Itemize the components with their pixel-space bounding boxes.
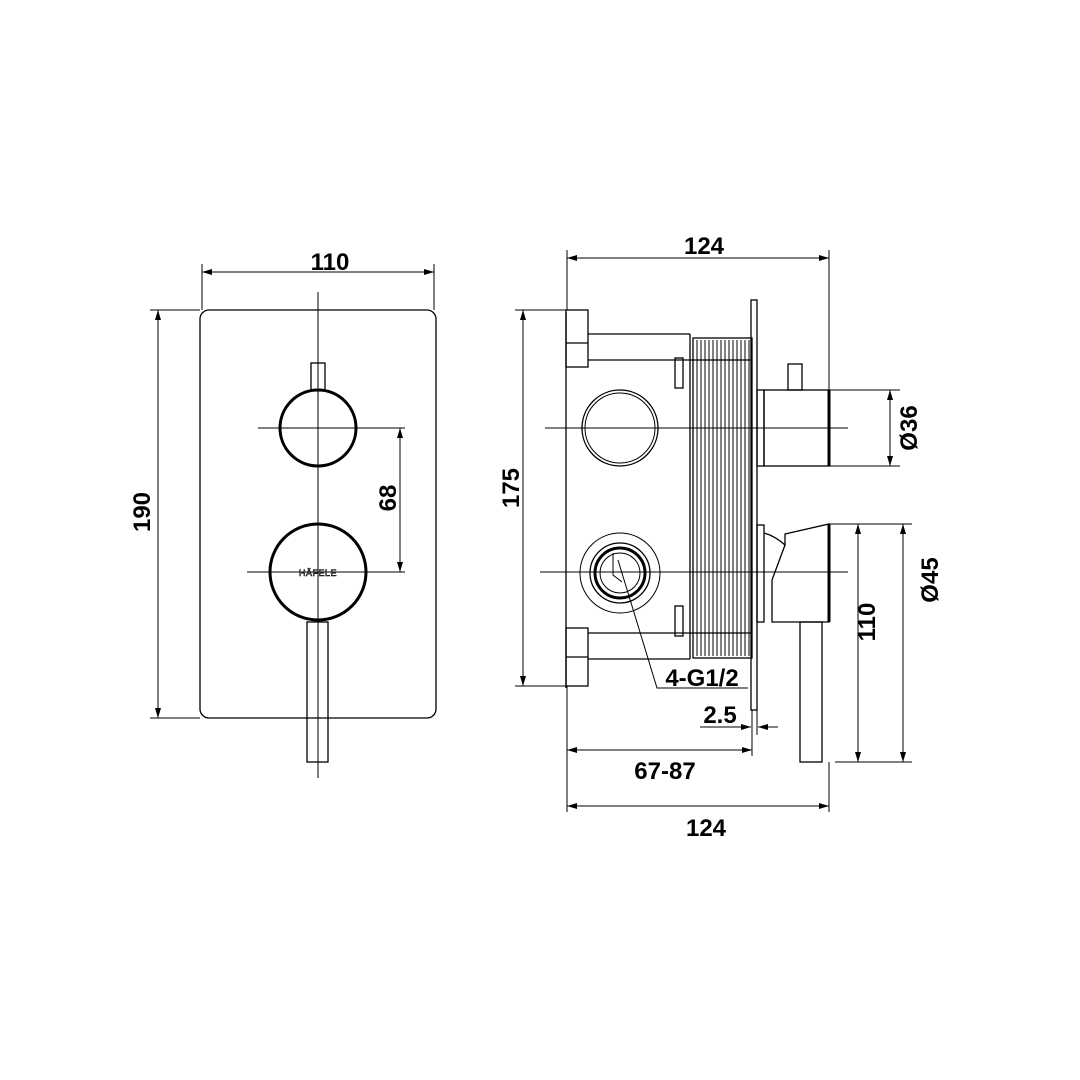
mounting-plate	[750, 299, 758, 711]
bottom-cartridge	[763, 523, 830, 623]
overall-depth-bottom-label: 124	[686, 815, 727, 842]
logo-hafele: HÄFELE	[299, 568, 337, 578]
lever-handle	[306, 621, 329, 763]
front-view: HÄFELE 110 190 68	[129, 249, 437, 778]
side-view: 124 175 Ø36 110 Ø45 4-G1/2 2.5 67-87	[498, 233, 944, 842]
overall-depth-top-label: 124	[684, 233, 725, 260]
connection-label: 4-G1/2	[665, 665, 738, 692]
connection-leader	[617, 559, 748, 689]
knob-spacing-label: 68	[375, 485, 402, 512]
bottom-port	[579, 532, 661, 614]
top-fitting	[565, 309, 589, 368]
lever-side	[799, 621, 823, 763]
body-height-label: 175	[498, 468, 525, 508]
threaded-sleeve	[692, 337, 753, 659]
height-dimension-label: 190	[129, 492, 156, 532]
width-dimension-label: 110	[311, 249, 350, 276]
plate-thickness-label: 2.5	[703, 702, 736, 729]
clip	[674, 605, 684, 637]
install-depth-label: 67-87	[634, 758, 695, 785]
top-knob-diameter-label: Ø36	[896, 405, 923, 450]
bottom-knob-diameter-label: Ø45	[917, 557, 944, 602]
lever-length-label: 110	[854, 603, 881, 642]
top-knob-stem-side	[787, 363, 803, 391]
clip	[674, 357, 684, 389]
